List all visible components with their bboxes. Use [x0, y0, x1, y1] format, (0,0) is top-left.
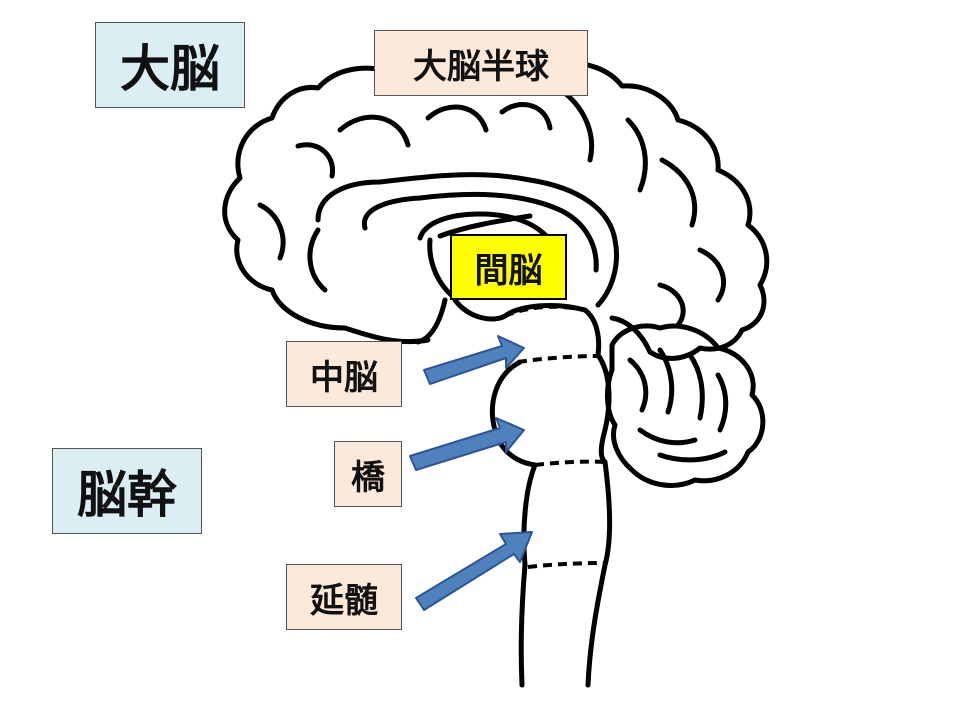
arrow-to-pons [409, 417, 525, 471]
cingulate-gyrus-outline [315, 172, 619, 308]
medulla-outline [518, 462, 538, 688]
midbrain-pons-boundary [517, 354, 601, 364]
pons-medulla-boundary [534, 459, 609, 467]
medulla-label: 延髄 [286, 564, 402, 630]
medulla-spinal-cord-boundary [527, 561, 607, 569]
cerebellum-outline [605, 323, 766, 488]
pons-label: 橋 [334, 441, 402, 507]
midbrain-label: 中脳 [286, 341, 402, 407]
diencephalon-midbrain-boundary [504, 304, 593, 318]
cerebrum-label: 大脳 [95, 22, 245, 108]
arrow-to-medulla [415, 531, 533, 611]
brainstem-label: 脳幹 [52, 448, 202, 534]
cerebral-hemisphere-label: 大脳半球 [374, 30, 588, 96]
diencephalon-label: 間脳 [450, 234, 567, 300]
pons-outline [490, 359, 538, 468]
arrow-to-midbrain [423, 335, 525, 385]
corpus-callosum-outline [361, 191, 599, 273]
